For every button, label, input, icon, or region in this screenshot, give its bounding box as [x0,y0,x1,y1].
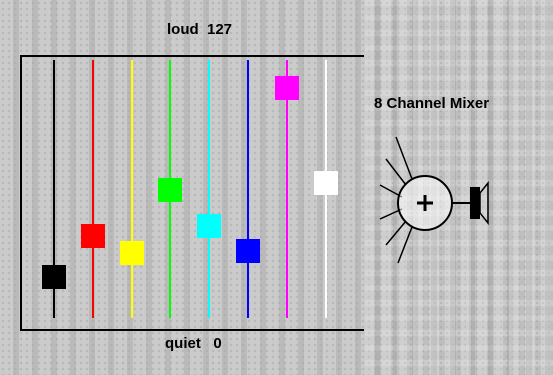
channel-1-knob[interactable] [42,265,66,289]
channel-2-knob[interactable] [81,224,105,248]
plus-circle-icon [397,175,453,231]
speaker-icon [470,180,489,226]
channel-7-track [286,60,288,318]
loud-label: loud 127 [167,21,233,38]
channel-4-knob[interactable] [158,178,182,202]
channel-5-knob[interactable] [197,214,221,238]
mixer-frame [20,55,364,331]
mixer-title: 8 Channel Mixer [374,95,490,112]
quiet-label: quiet 0 [165,335,222,352]
channel-5-track [208,60,210,318]
channel-8-knob[interactable] [314,171,338,195]
channel-2-track [92,60,94,318]
summing-speaker-diagram [379,136,489,264]
channel-3-track [131,60,133,318]
channel-7-knob[interactable] [275,76,299,100]
channel-6-knob[interactable] [236,239,260,263]
channel-6-track [247,60,249,318]
channel-3-knob[interactable] [120,241,144,265]
right-panel-texture [365,0,553,375]
channel-1-track [53,60,55,318]
